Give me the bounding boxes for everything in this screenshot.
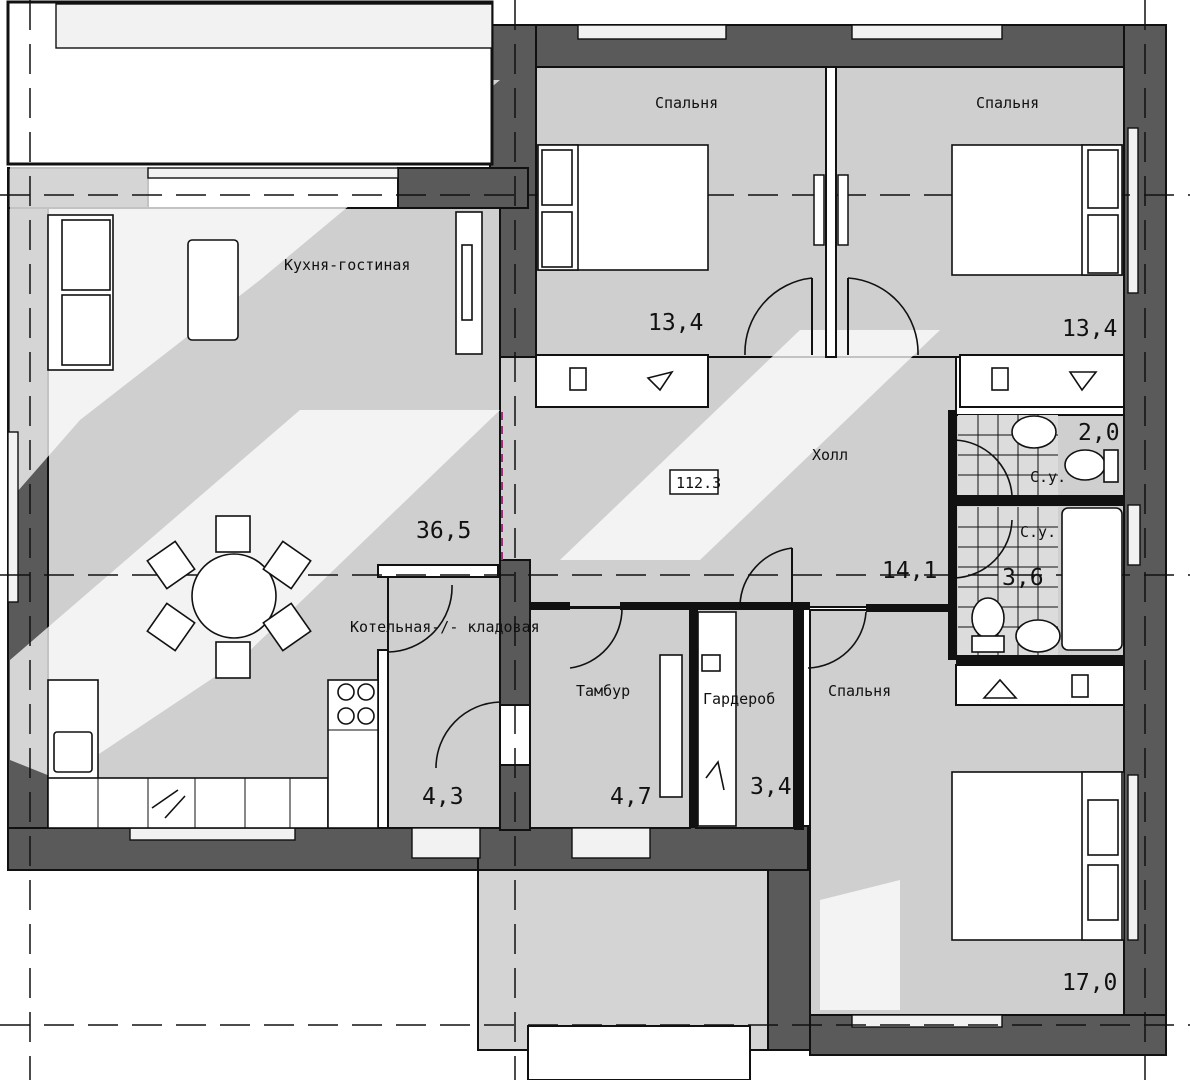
- room-name-wc2: С.у.: [1020, 523, 1056, 541]
- room-area-hall: 14,1: [882, 558, 937, 584]
- room-area-wc1: 2,0: [1078, 420, 1120, 446]
- bed-icon: [537, 144, 709, 271]
- room-area-bed1: 13,4: [648, 310, 703, 336]
- room-name-boiler: Котельная-/- кладовая: [350, 618, 540, 636]
- room-name-bed3: Спальня: [828, 682, 891, 700]
- room-name-hall: Холл: [812, 446, 848, 464]
- room-name-wardrobe: Гардероб: [703, 690, 775, 708]
- room-name-bed1: Спальня: [655, 94, 718, 112]
- dining-table-icon: [146, 515, 312, 679]
- total-area-box: 112.3: [669, 469, 721, 495]
- total-area: 112.3: [676, 474, 721, 492]
- room-area-bed2: 13,4: [1062, 316, 1117, 342]
- room-labels: Спальня 13,4 Спальня 13,4 Кухня-гостиная…: [284, 94, 1120, 996]
- windows: [7, 24, 1141, 1028]
- room-area-bed3: 17,0: [1062, 970, 1117, 996]
- bathroom-fixtures-icon: [971, 415, 1123, 653]
- room-name-wc1: С.у.: [1030, 468, 1066, 486]
- interior-walls: [377, 66, 1125, 831]
- sofa-icon: [47, 214, 114, 371]
- room-area-wc2: 3,6: [1002, 565, 1044, 591]
- kitchen-counter-icon: [47, 679, 379, 829]
- bed-icon: [951, 144, 1123, 276]
- room-area-wardrobe: 3,4: [750, 774, 792, 800]
- room-area-boiler: 4,3: [422, 784, 464, 810]
- room-name-bed2: Спальня: [976, 94, 1039, 112]
- bed-icon: [951, 771, 1125, 941]
- room-area-kitchen: 36,5: [416, 518, 471, 544]
- closet-icon: [569, 367, 1098, 827]
- tv-icon: [455, 211, 483, 355]
- furniture: [47, 144, 1125, 941]
- coffee-table-icon: [187, 239, 239, 341]
- doors: [387, 174, 1013, 769]
- room-name-vestibule: Тамбур: [576, 682, 630, 700]
- room-name-kitchen: Кухня-гостиная: [284, 256, 410, 274]
- porch-bottom: [477, 869, 769, 1051]
- room-area-vestibule: 4,7: [610, 784, 652, 810]
